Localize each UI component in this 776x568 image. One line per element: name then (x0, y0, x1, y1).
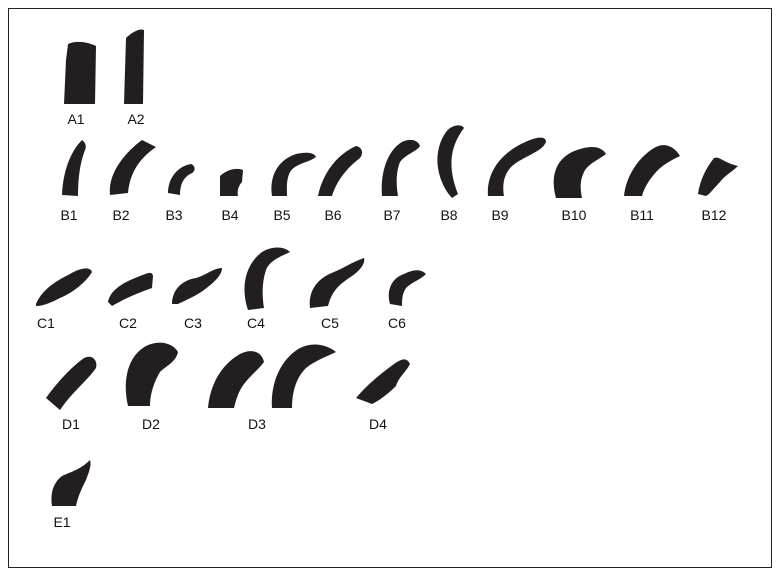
specimen-label-c3: C3 (184, 315, 202, 331)
specimen-label-a2: A2 (127, 111, 144, 127)
specimen-label-e1: E1 (53, 514, 70, 530)
specimen-shape-b6 (318, 146, 362, 196)
specimen-shapes (0, 0, 776, 545)
specimen-shape-b4 (220, 169, 243, 196)
specimen-label-b1: B1 (60, 207, 77, 223)
specimen-label-d2: D2 (142, 416, 160, 432)
specimen-label-b2: B2 (112, 207, 129, 223)
specimen-label-d4: D4 (369, 416, 387, 432)
specimen-label-a1: A1 (67, 111, 84, 127)
specimen-shape-b11 (624, 145, 680, 196)
specimen-shape-c4 (244, 248, 290, 311)
specimen-shape-c5 (310, 258, 365, 308)
specimen-label-b8: B8 (440, 207, 457, 223)
specimen-shape-b5 (271, 153, 316, 196)
specimen-label-d1: D1 (62, 416, 80, 432)
specimen-label-d3: D3 (248, 416, 266, 432)
specimen-shape-d1 (46, 357, 96, 410)
specimen-label-b3: B3 (165, 207, 182, 223)
specimen-shape-c2 (108, 273, 153, 306)
specimen-shape-b2 (110, 140, 156, 195)
specimen-shape-d4 (356, 359, 410, 404)
specimen-shape-b9 (488, 138, 546, 196)
specimen-label-b6: B6 (324, 207, 341, 223)
specimen-label-b7: B7 (383, 207, 400, 223)
specimen-label-b5: B5 (273, 207, 290, 223)
specimen-label-c2: C2 (119, 315, 137, 331)
specimen-shape-a2 (124, 29, 144, 104)
specimen-shape-b3 (168, 164, 195, 195)
specimen-shape-b10 (554, 147, 606, 198)
specimen-shape-b12 (698, 158, 738, 196)
specimen-label-c4: C4 (247, 315, 265, 331)
specimen-shape-d3 (208, 345, 336, 408)
specimen-shape-c3 (172, 268, 222, 304)
specimen-shape-b7 (382, 140, 420, 196)
specimen-shape-a1 (64, 42, 96, 104)
specimen-label-b9: B9 (491, 207, 508, 223)
specimen-label-c6: C6 (388, 315, 406, 331)
specimen-label-c1: C1 (37, 315, 55, 331)
specimen-shape-c6 (389, 270, 426, 306)
specimen-shape-d2 (126, 343, 178, 406)
specimen-shape-b8 (437, 125, 464, 198)
specimen-label-b11: B11 (630, 207, 654, 223)
specimen-label-b12: B12 (702, 207, 727, 223)
specimen-shape-b1 (62, 140, 86, 196)
specimen-shape-c1 (36, 268, 92, 306)
specimen-label-b4: B4 (221, 207, 238, 223)
specimen-label-c5: C5 (321, 315, 339, 331)
specimen-label-b10: B10 (562, 207, 587, 223)
specimen-shape-e1 (51, 460, 90, 506)
